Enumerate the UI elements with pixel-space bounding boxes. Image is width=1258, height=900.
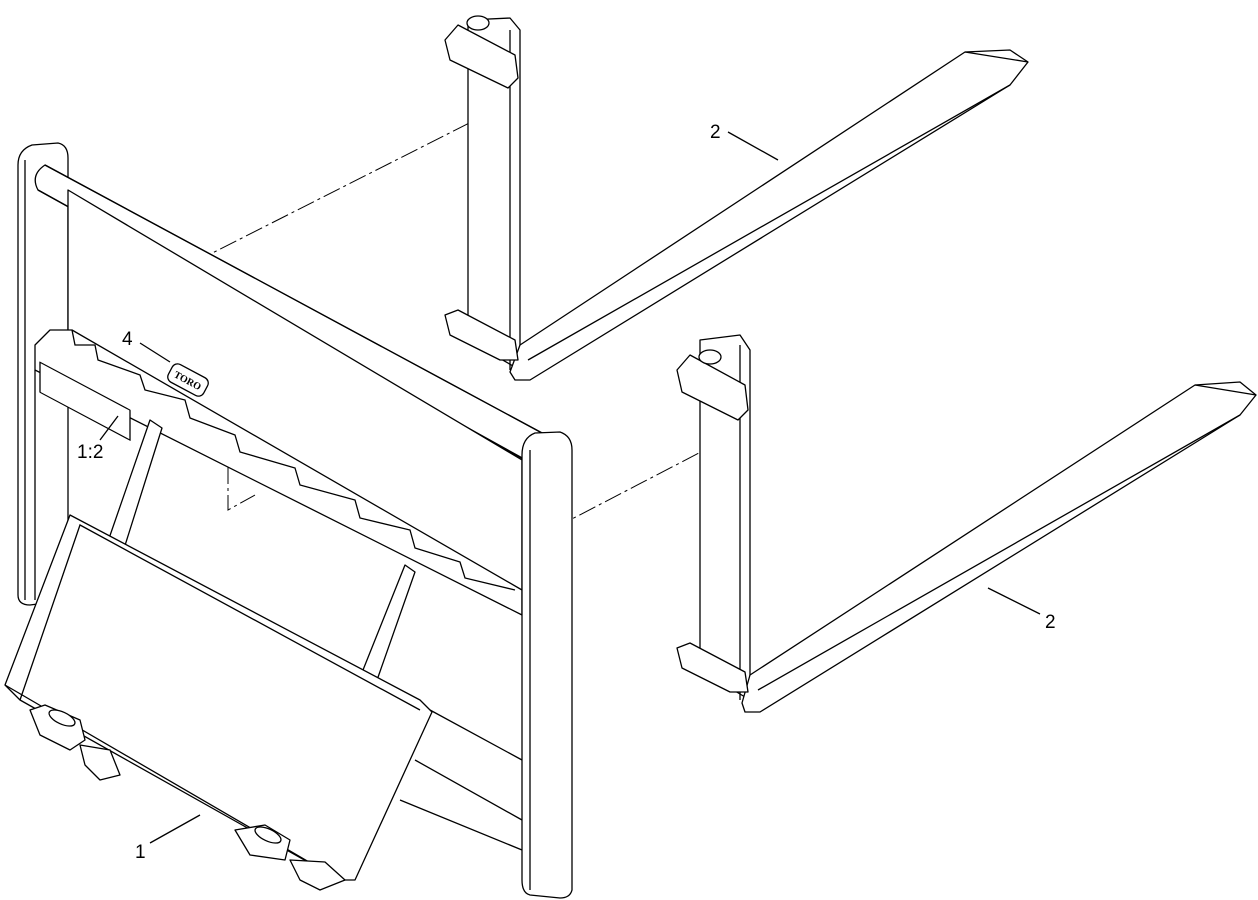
frame-right-post xyxy=(521,431,573,899)
callout-label: 4 xyxy=(122,329,133,350)
fork-pin-bracket xyxy=(444,24,519,89)
decal-plate xyxy=(39,361,131,441)
fork-lower xyxy=(676,334,1257,713)
fork-upper xyxy=(444,15,1029,381)
hitch-foot xyxy=(79,744,121,781)
fork-tine xyxy=(741,381,1257,713)
hitch-plate xyxy=(4,514,433,881)
logo-decal: TORO xyxy=(167,363,209,397)
fork-pin-bracket xyxy=(676,354,749,421)
fork-shank xyxy=(467,17,521,371)
callout-label: 1:2 xyxy=(77,442,103,463)
fork-lock-pin xyxy=(466,15,490,31)
hitch-gusset-left xyxy=(104,419,163,556)
frame: TORO xyxy=(4,142,573,899)
callout-label: 2 xyxy=(1045,612,1056,633)
hitch-foot xyxy=(289,859,346,891)
callout-label: 2 xyxy=(710,122,721,143)
fork-lock-pin xyxy=(698,349,722,365)
callout-label: 1 xyxy=(135,842,146,863)
fork-hook xyxy=(676,642,749,693)
fork-tine xyxy=(509,49,1029,381)
callout-leaders xyxy=(99,131,1041,844)
fork-hook xyxy=(444,309,519,361)
fork-shank xyxy=(699,334,751,701)
